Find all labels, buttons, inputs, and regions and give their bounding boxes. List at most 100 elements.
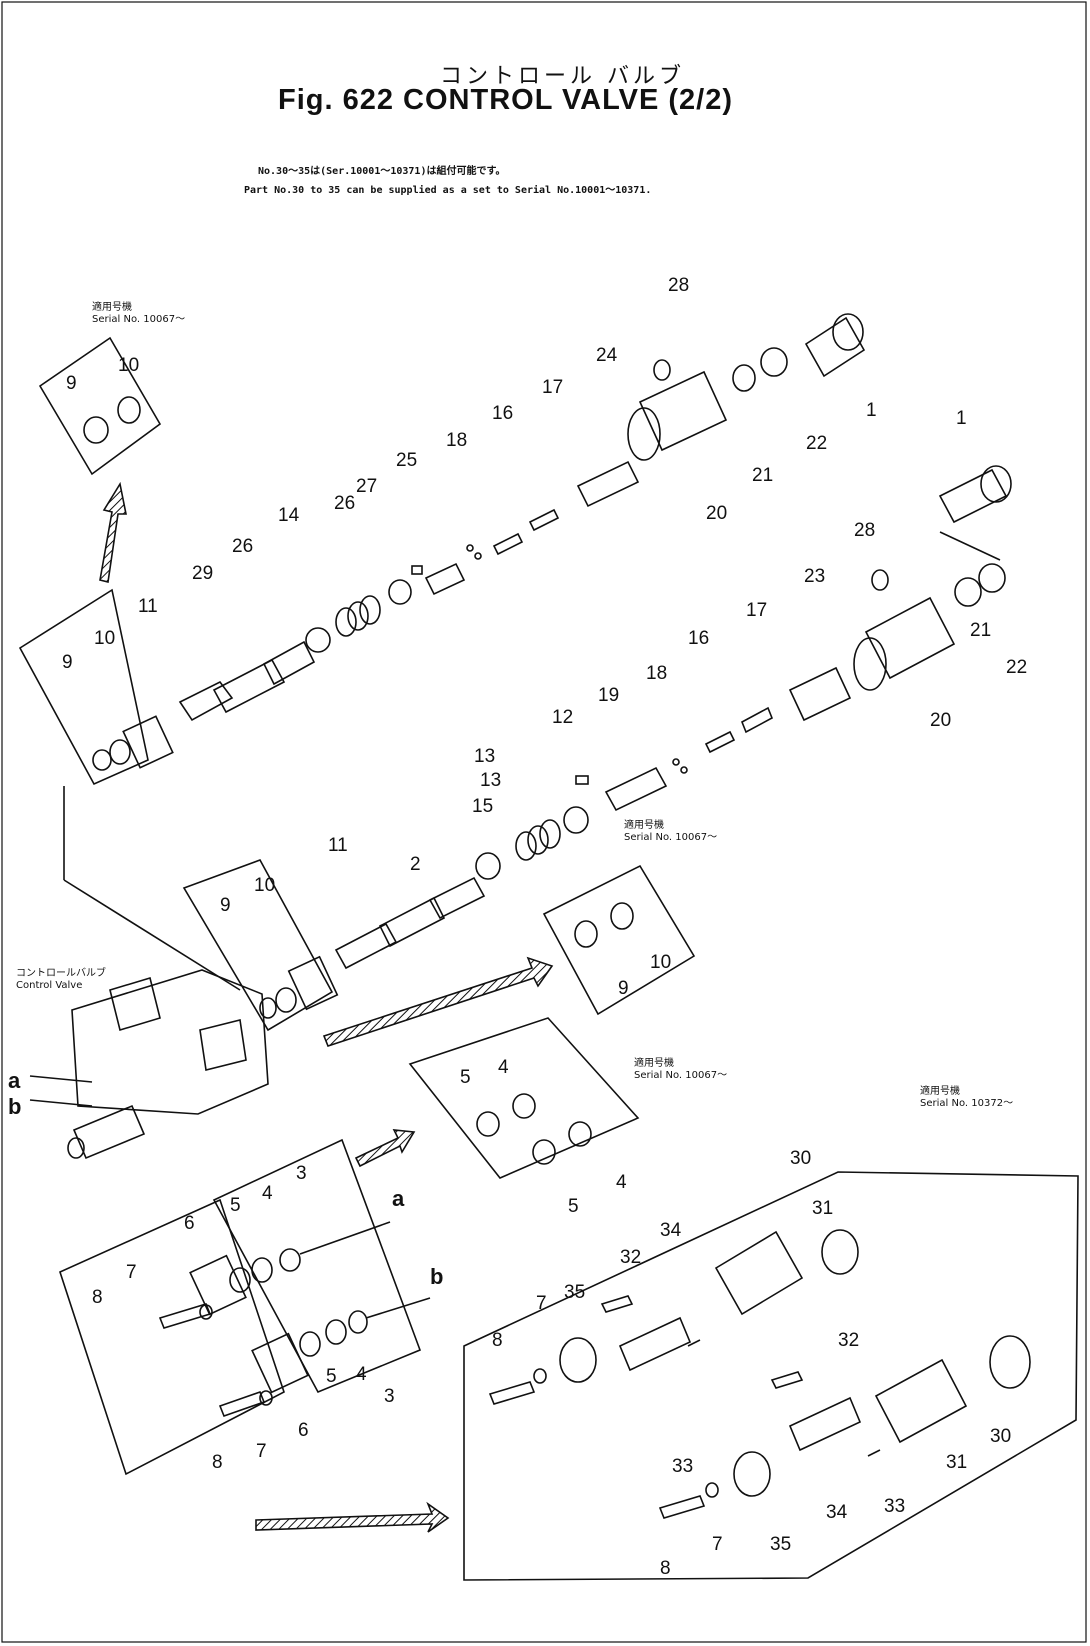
part-30-upper bbox=[821, 1229, 859, 1275]
callout-number: 33 bbox=[884, 1496, 906, 1517]
part-7-right-lower bbox=[705, 1482, 719, 1498]
port-b-leader bbox=[29, 1099, 93, 1107]
part-20-flange-upper bbox=[627, 407, 661, 461]
serial-label-right: 適用号機 Serial No. 10372～ bbox=[920, 1086, 1014, 1109]
callout-number: 8 bbox=[660, 1558, 671, 1579]
callout-number: 32 bbox=[620, 1247, 642, 1268]
callout-number: 33 bbox=[672, 1456, 694, 1477]
seal-10-mid-right bbox=[610, 902, 634, 930]
part-1-cap-lower bbox=[980, 465, 1012, 503]
part-5-upper bbox=[229, 1267, 251, 1293]
part-17-pin-lower bbox=[740, 706, 774, 734]
callout-number: 1 bbox=[866, 400, 877, 421]
part-8-bolt-lower bbox=[218, 1390, 266, 1418]
seal-5-center-bottom bbox=[532, 1139, 556, 1165]
part-20-sleeve-upper bbox=[638, 370, 728, 452]
callout-number: 11 bbox=[328, 835, 348, 856]
figure-title: Fig. 622 CONTROL VALVE (2/2) bbox=[278, 84, 734, 116]
callout-number: 17 bbox=[542, 377, 564, 398]
part-21-lower bbox=[954, 577, 982, 607]
part-28-bolt-upper bbox=[653, 359, 671, 381]
callout-number: 11 bbox=[138, 596, 158, 617]
spring-15-a bbox=[515, 831, 537, 861]
callout-number: 10 bbox=[650, 952, 672, 973]
part-30-lower bbox=[989, 1335, 1031, 1389]
callout-number: 7 bbox=[256, 1441, 267, 1462]
callout-number: 4 bbox=[498, 1057, 509, 1078]
callout-number: 28 bbox=[668, 275, 690, 296]
callout-number: 12 bbox=[552, 707, 574, 728]
part-31-boot-upper bbox=[714, 1230, 804, 1316]
control-valve-port-b bbox=[199, 1019, 247, 1071]
callout-number: 21 bbox=[752, 465, 774, 486]
callout-number: 35 bbox=[564, 1282, 586, 1303]
part-20-sleeve-lower bbox=[864, 596, 956, 680]
bracket-upper-left bbox=[18, 588, 149, 786]
inset-box-top-left bbox=[38, 336, 162, 476]
callout-number: 26 bbox=[232, 536, 254, 557]
line-to-a bbox=[299, 1221, 391, 1255]
spool-2-end bbox=[334, 922, 398, 970]
part-18-ball-lower-b bbox=[680, 766, 688, 774]
part-17-pin bbox=[528, 508, 560, 532]
callout-number: 32 bbox=[838, 1330, 860, 1351]
port-label-a-arrow: a bbox=[392, 1186, 405, 1211]
part-7-washer-lower bbox=[259, 1390, 273, 1406]
japanese-title: コントロール バルブ bbox=[440, 64, 685, 89]
part-35-upper bbox=[559, 1337, 597, 1383]
callout-number: 29 bbox=[192, 563, 214, 584]
callout-number: 7 bbox=[126, 1262, 137, 1283]
callout-number: 6 bbox=[298, 1420, 309, 1441]
callout-number: 30 bbox=[790, 1148, 812, 1169]
spool-2-tip bbox=[428, 876, 486, 920]
callout-number: 9 bbox=[62, 652, 73, 673]
spring-14-b bbox=[347, 601, 369, 631]
callout-number: 9 bbox=[618, 978, 629, 999]
note-japanese: No.30～35は(Ser.10001～10371)は組付可能です。 bbox=[258, 166, 506, 177]
spring-15-b bbox=[527, 825, 549, 855]
part-11-mid bbox=[287, 955, 339, 1011]
callout-number: 16 bbox=[492, 403, 514, 424]
callout-number: 1 bbox=[956, 408, 967, 429]
part-22-upper bbox=[760, 347, 788, 377]
callout-number: 6 bbox=[184, 1213, 195, 1234]
port-label-b: b bbox=[8, 1094, 22, 1119]
callout-number: 9 bbox=[66, 373, 77, 394]
part-23-piston bbox=[788, 666, 852, 722]
spool-29-end bbox=[178, 680, 234, 722]
part-34-lower bbox=[788, 1396, 862, 1452]
seal-5-center-top bbox=[476, 1111, 500, 1137]
part-7-right-upper bbox=[533, 1368, 547, 1384]
callout-number: 14 bbox=[278, 505, 300, 526]
serial-label-top-left: 適用号機 Serial No. 10067～ bbox=[92, 302, 186, 325]
callout-number: 24 bbox=[596, 345, 618, 366]
spring-14-a bbox=[335, 607, 357, 637]
part-32-lower bbox=[770, 1371, 804, 1389]
part-9-mid bbox=[259, 997, 277, 1019]
part-7-washer-upper bbox=[199, 1304, 213, 1320]
arrow-to-center-box bbox=[354, 1129, 416, 1168]
part-1-cap-upper bbox=[832, 313, 864, 351]
part-3-lower bbox=[348, 1310, 368, 1334]
callout-number: 10 bbox=[254, 875, 276, 896]
callout-number: 25 bbox=[396, 450, 418, 471]
part-18-ball-b bbox=[474, 552, 482, 560]
seal-9-top-left bbox=[83, 416, 109, 444]
part-33-upper bbox=[687, 1339, 701, 1347]
part-32-upper bbox=[600, 1295, 634, 1313]
part-4-upper bbox=[251, 1257, 273, 1283]
bracket-lower-mid bbox=[212, 1138, 422, 1394]
callout-number: 28 bbox=[854, 520, 876, 541]
callout-number: 31 bbox=[812, 1198, 834, 1219]
part-1-solenoid-lower bbox=[938, 468, 1008, 524]
callout-number: 3 bbox=[296, 1163, 307, 1184]
bracket-mid-left bbox=[182, 859, 334, 1032]
part-20-flange-lower bbox=[853, 637, 887, 691]
serial-label-mid: 適用号機 Serial No. 10067～ bbox=[624, 820, 718, 843]
callout-number: 13 bbox=[474, 746, 496, 767]
callout-number: 19 bbox=[598, 685, 620, 706]
seal-10-top-left bbox=[117, 396, 141, 424]
port-label-b-arrow: b bbox=[430, 1264, 444, 1289]
